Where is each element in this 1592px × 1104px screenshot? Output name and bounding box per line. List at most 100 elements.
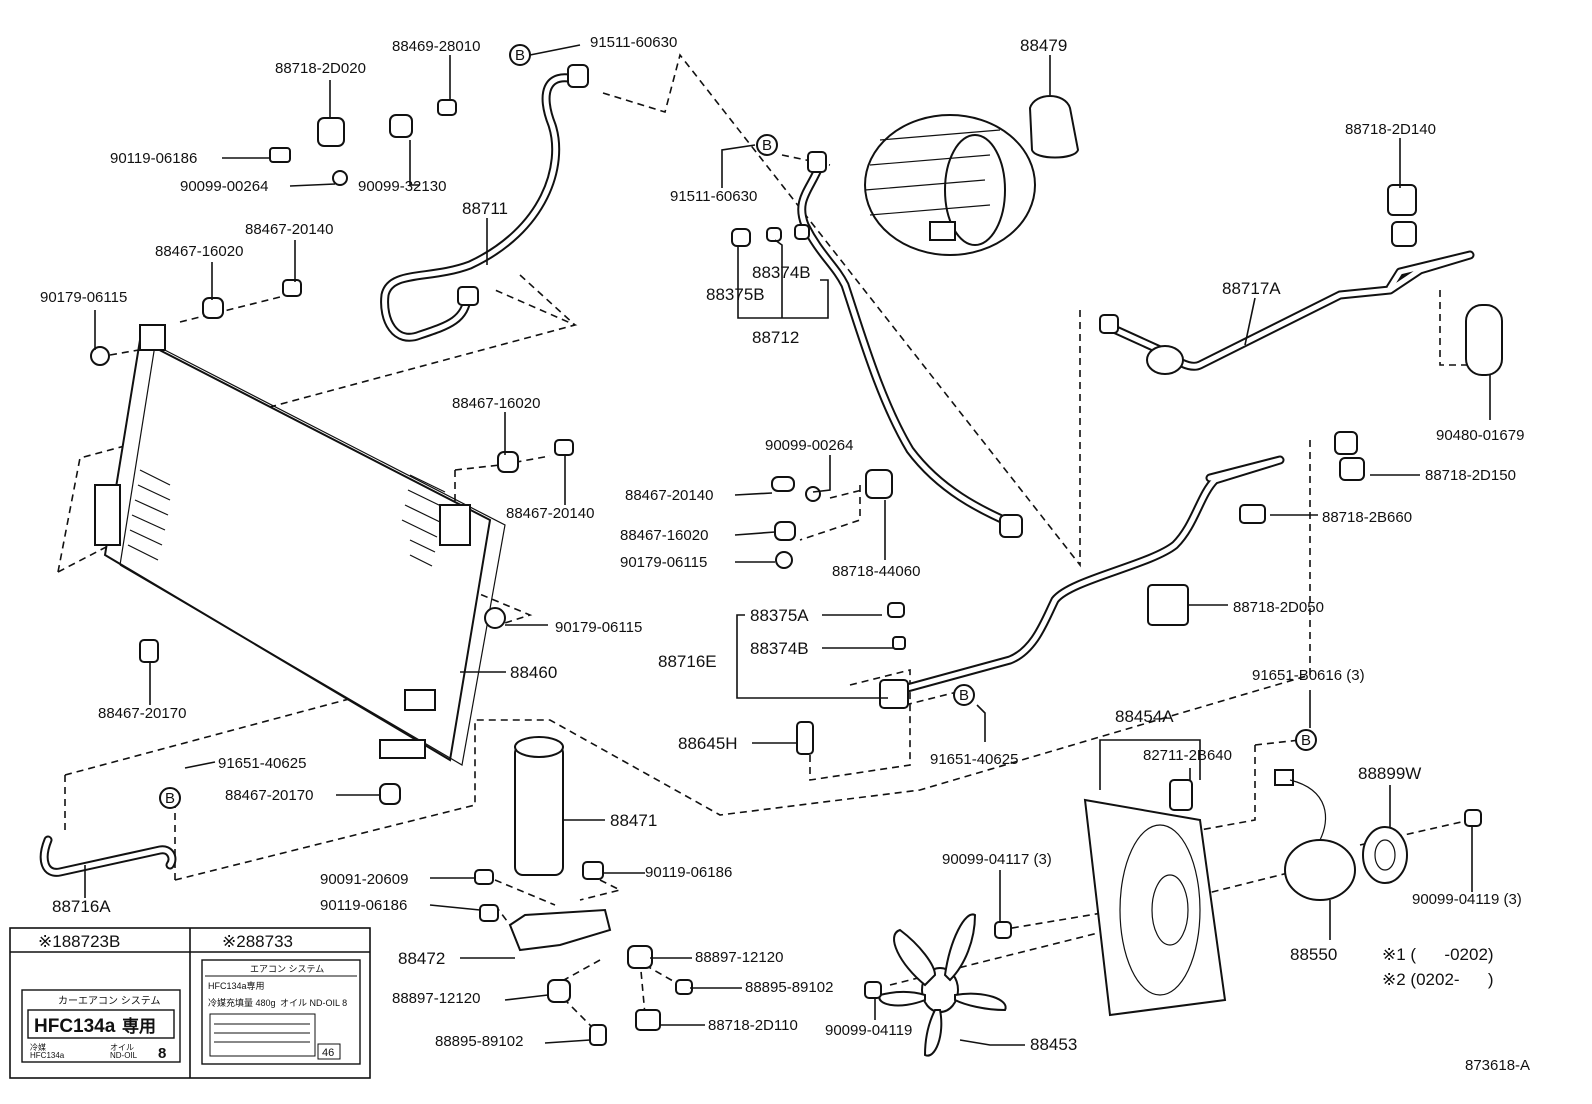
- label-88467-16020: 88467-16020: [452, 395, 540, 412]
- label-90099-04117: 90099-04117 (3): [942, 851, 1052, 868]
- label-88718-2D050: 88718-2D050: [1233, 599, 1324, 616]
- svg-text:カーエアコン システム: カーエアコン システム: [58, 995, 160, 1007]
- svg-text:46: 46: [322, 1047, 334, 1059]
- b-marker: B: [953, 684, 975, 706]
- reference-markers: B B B B B: [159, 44, 1317, 809]
- label-88718-2D150: 88718-2D150: [1425, 467, 1516, 484]
- label-88712: 88712: [752, 328, 799, 347]
- label-88479: 88479: [1020, 36, 1067, 55]
- label-88711: 88711: [462, 199, 508, 218]
- svg-text:冷媒: 冷媒: [30, 1042, 46, 1052]
- fan-blade: [878, 913, 1007, 1057]
- label-88467-20170: 88467-20170: [98, 705, 186, 722]
- label-91651-40625: 91651-40625: [930, 751, 1018, 768]
- label-91651-40625: 91651-40625: [218, 755, 306, 772]
- table-header-2: ※288733: [222, 932, 293, 951]
- label-90099-32130: 90099-32130: [358, 178, 446, 195]
- diagram-reference: 873618-A: [1465, 1057, 1530, 1074]
- label-90480-01679: 90480-01679: [1436, 427, 1524, 444]
- leader-lines: [84, 44, 1491, 1046]
- note-1: ※1 ( -0202): [1382, 945, 1494, 964]
- label-88467-20140: 88467-20140: [625, 487, 713, 504]
- label-88718-44060: 88718-44060: [832, 563, 920, 580]
- svg-text:エアコン システム: エアコン システム: [250, 964, 324, 974]
- svg-text:B: B: [1301, 732, 1311, 749]
- svg-text:B: B: [762, 137, 772, 154]
- label-90119-06186: 90119-06186: [320, 897, 407, 914]
- label-91651-B0616: 91651-B0616 (3): [1252, 667, 1365, 684]
- label-88467-20140: 88467-20140: [506, 505, 594, 522]
- svg-text:オイル: オイル: [110, 1043, 134, 1052]
- receiver-dryer: [514, 736, 564, 876]
- label-88718-2D140: 88718-2D140: [1345, 121, 1436, 138]
- label-90099-00264: 90099-00264: [765, 437, 853, 454]
- note-2: ※2 (0202- ): [1382, 970, 1494, 989]
- svg-text:B: B: [515, 47, 525, 64]
- label-90119-06186: 90119-06186: [110, 150, 197, 167]
- label-88897-12120: 88897-12120: [392, 990, 480, 1007]
- label-90179-06115: 90179-06115: [620, 554, 707, 571]
- svg-text:専用: 専用: [122, 1017, 156, 1036]
- label-90179-06115: 90179-06115: [555, 619, 642, 636]
- compressor: [864, 114, 1036, 256]
- label-88453: 88453: [1030, 1035, 1077, 1054]
- label-88718-2D020: 88718-2D020: [275, 60, 366, 77]
- label-88716A: 88716A: [52, 897, 111, 916]
- label-90099-04119: 90099-04119 (3): [1412, 891, 1522, 908]
- label-88454A: 88454A: [1115, 707, 1174, 726]
- label-sticker-2: エアコン システム HFC134a専用 冷媒充填量 480g オイル ND-OI…: [201, 959, 361, 1065]
- condenser: [94, 324, 506, 766]
- svg-text:冷媒充填量 480g: 冷媒充填量 480g: [208, 997, 276, 1008]
- pipes: [39, 73, 1475, 877]
- label-88469-28010: 88469-28010: [392, 38, 480, 55]
- label-88375A: 88375A: [750, 606, 809, 625]
- label-88467-16020: 88467-16020: [155, 243, 243, 260]
- label-88645H: 88645H: [678, 734, 738, 753]
- label-88550: 88550: [1290, 945, 1337, 964]
- label-88716E: 88716E: [658, 652, 717, 671]
- fasteners: [90, 64, 1503, 1046]
- label-91511-60630: 91511-60630: [590, 34, 677, 51]
- svg-text:HFC134a: HFC134a: [34, 1016, 116, 1037]
- b-marker: B: [756, 134, 778, 156]
- label-88467-20140: 88467-20140: [245, 221, 333, 238]
- bracket-88472: [508, 908, 612, 952]
- label-90119-06186: 90119-06186: [645, 864, 732, 881]
- label-88375B: 88375B: [706, 285, 765, 304]
- label-88717A: 88717A: [1222, 279, 1281, 298]
- svg-text:オイル ND-OIL 8: オイル ND-OIL 8: [280, 998, 347, 1008]
- label-90099-00264: 90099-00264: [180, 178, 268, 195]
- label-91511-60630: 91511-60630: [670, 188, 757, 205]
- svg-text:B: B: [165, 790, 175, 807]
- label-table: ※188723B ※288733 カーエアコン システム HFC134a 専用 …: [9, 927, 371, 1079]
- label-90179-06115: 90179-06115: [40, 289, 127, 306]
- fan-motor: [1274, 769, 1356, 901]
- b-marker: B: [509, 44, 531, 66]
- svg-text:8: 8: [158, 1045, 166, 1062]
- label-88467-20170: 88467-20170: [225, 787, 313, 804]
- label-88471: 88471: [610, 811, 657, 830]
- label-88718-2D110: 88718-2D110: [708, 1017, 798, 1034]
- table-header-1: ※188723B: [38, 932, 120, 951]
- label-88374B: 88374B: [750, 639, 809, 658]
- label-82711-2B640: 82711-2B640: [1143, 747, 1232, 764]
- motor-mount-88899W: [1362, 826, 1408, 884]
- label-90099-04119: 90099-04119: [825, 1022, 912, 1039]
- label-88472: 88472: [398, 949, 445, 968]
- label-88718-2B660: 88718-2B660: [1322, 509, 1412, 526]
- label-88895-89102: 88895-89102: [745, 979, 833, 996]
- svg-text:ND-OIL: ND-OIL: [110, 1051, 138, 1060]
- label-90091-20609: 90091-20609: [320, 871, 408, 888]
- part-labels: 88469-28010 91511-60630 88718-2D020 9011…: [40, 34, 1530, 1074]
- svg-text:B: B: [959, 687, 969, 704]
- label-88897-12120: 88897-12120: [695, 949, 783, 966]
- label-88460: 88460: [510, 663, 557, 682]
- label-sticker-1: カーエアコン システム HFC134a 専用 冷媒 HFC134a オイル ND…: [21, 989, 181, 1063]
- label-88895-89102: 88895-89102: [435, 1033, 523, 1050]
- label-88467-16020: 88467-16020: [620, 527, 708, 544]
- svg-text:HFC134a: HFC134a: [30, 1051, 65, 1060]
- label-88374B: 88374B: [752, 263, 811, 282]
- svg-text:HFC134a専用: HFC134a専用: [208, 980, 265, 991]
- cap-88479: [1028, 95, 1080, 159]
